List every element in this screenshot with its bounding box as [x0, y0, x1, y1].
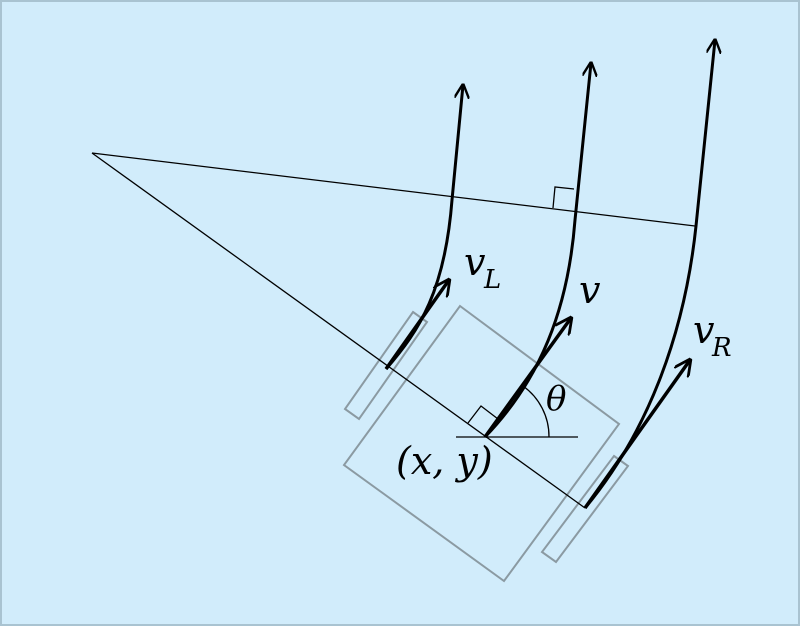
v-right-subscript: R	[711, 333, 732, 363]
v-center-label: v	[579, 268, 601, 312]
theta-arc	[522, 385, 550, 438]
center-velocity-arrow	[483, 318, 571, 439]
theta-label: θ	[546, 379, 566, 419]
right-wheel-path	[583, 40, 715, 509]
v-left-label: v	[464, 240, 486, 284]
left-velocity-arrow	[384, 280, 449, 371]
right-angle-marker-top	[552, 186, 575, 209]
v-right-label: v	[693, 308, 715, 352]
right-wheel	[540, 454, 630, 564]
right-angle-marker-center	[467, 405, 499, 424]
icr-to-path-line	[91, 152, 696, 227]
robot-body	[342, 304, 621, 583]
position-label: (x, y)	[396, 439, 493, 483]
v-left-subscript: L	[483, 265, 501, 295]
center-path	[483, 63, 591, 439]
right-velocity-arrow	[583, 360, 690, 510]
icr-to-wheel-line	[91, 152, 586, 509]
